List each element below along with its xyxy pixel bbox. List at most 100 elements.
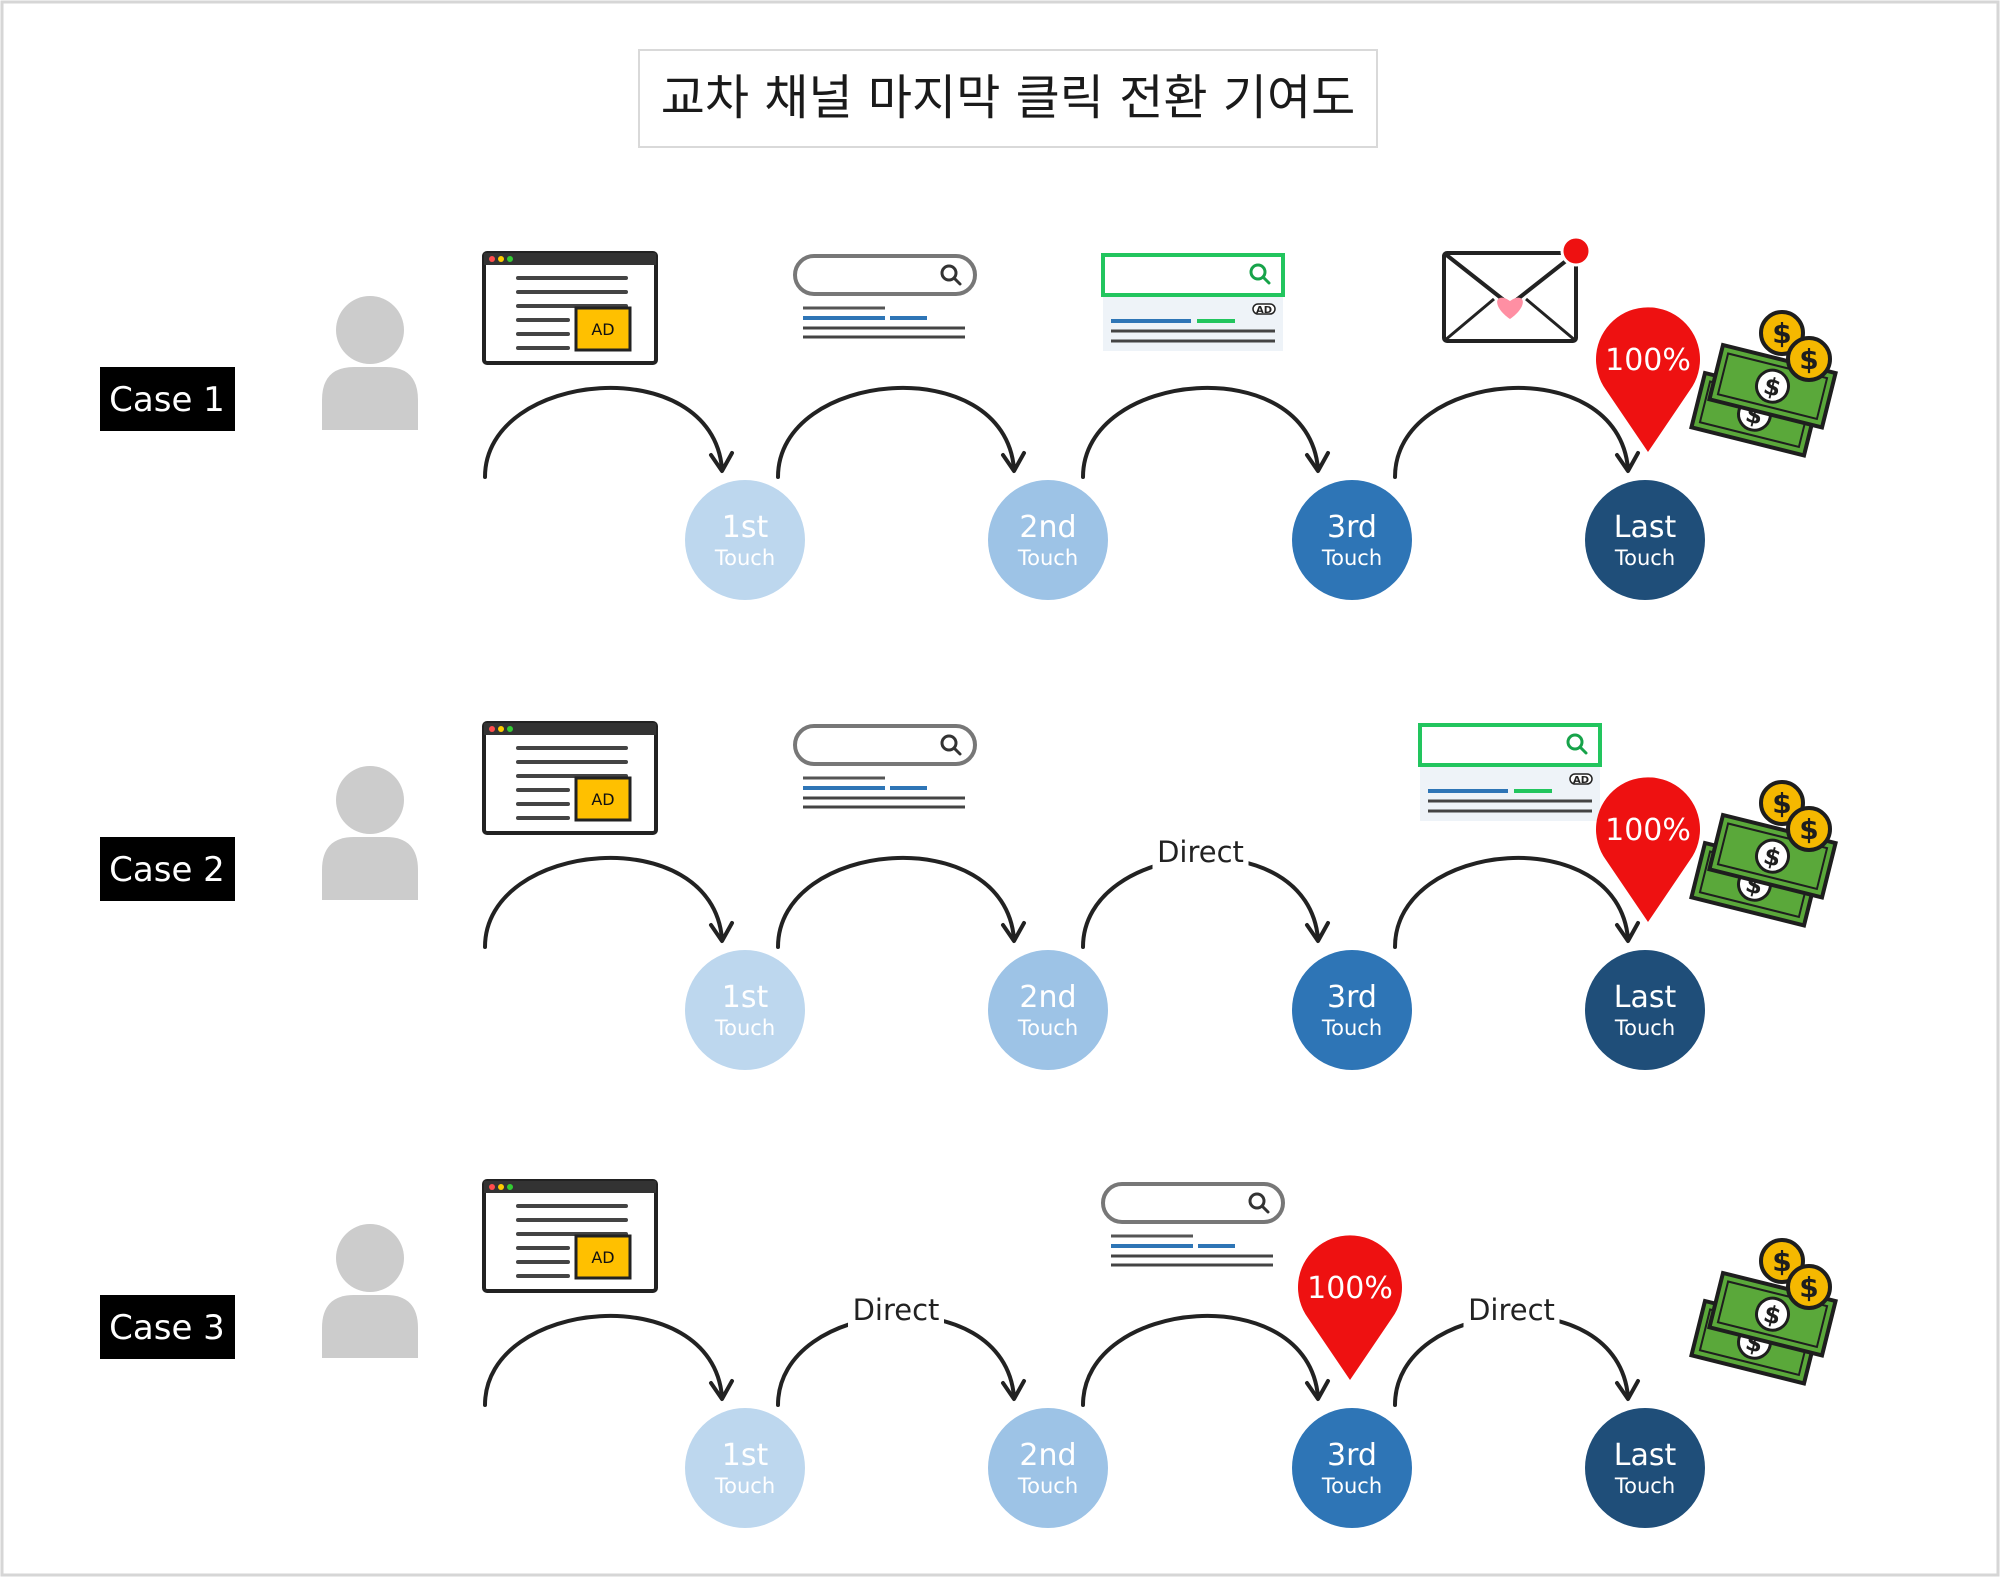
display-ad-icon: AD [482,1179,658,1293]
coin-dollar-sign: $ [1772,317,1791,350]
touch-circle [1585,950,1705,1070]
journey-arc [1393,386,1640,479]
credit-marker: 100% [1298,1235,1402,1380]
bill-dollar-sign: $ [1761,372,1784,403]
touch-circle [988,480,1108,600]
direct-label-bg [848,1290,944,1334]
notification-dot [1560,235,1592,267]
touch-order-label: 3rd [1327,1438,1377,1473]
direct-label-bg [1463,1290,1560,1334]
touch-circle [685,950,805,1070]
touch-circle [685,1408,805,1528]
credit-pin-label: 100% [1307,1271,1393,1306]
person-body [322,1295,418,1358]
journey-arc-path [1393,386,1630,479]
coin-dollar-sign: $ [1772,787,1791,820]
person-head [336,296,404,364]
arrow-head-icon [1305,451,1330,473]
search-icon [1249,263,1267,281]
journey-arc [483,856,734,949]
arrow-head-icon [1001,921,1026,943]
display-ad-icon: AD [482,251,658,365]
touch-sub-label: Touch [714,546,775,570]
touch-sub-label: Touch [1614,1474,1675,1498]
browser-titlebar [484,723,656,735]
arrow-head-icon [1305,921,1330,943]
touch-sub-label: Touch [1321,1474,1382,1498]
search-icon-handle [1261,275,1271,285]
arrow-head-icon [709,1379,734,1401]
coin-dollar-sign: $ [1799,343,1818,376]
touch-circle [1585,1408,1705,1528]
direct-label: Direct [1157,835,1244,869]
direct-label: Direct [1468,1293,1555,1327]
credit-pin-label: 100% [1605,813,1691,848]
credit-pin-icon [1298,1235,1402,1380]
person-head [336,766,404,834]
display-ad-icon: AD [482,721,658,835]
search-bar [793,254,977,296]
browser-dot-yellow [498,726,504,732]
search-bar [1101,1182,1285,1224]
case-label-bg [100,367,235,431]
ad-tag-pill [1252,303,1276,315]
bill-seal [1755,838,1791,874]
touch-circle [988,950,1108,1070]
ad-badge-label: AD [591,1248,614,1267]
touch-order-label: Last [1614,1438,1677,1473]
bill-border [1716,822,1829,891]
case-row: Case 1ADAD1stTouch2ndTouch3rdTouchLastTo… [100,235,1838,600]
email-icon [1442,235,1592,343]
browser-dot-yellow [498,256,504,262]
touch-circle [988,1408,1108,1528]
journey-arc: Direct [1081,832,1330,949]
user-avatar-icon [322,1224,418,1358]
journey-arc-path [1081,386,1320,479]
browser-dot-yellow [498,1184,504,1190]
touch-order-label: 2nd [1019,1438,1076,1473]
journey-arc-path [1081,1314,1320,1407]
user-avatar-icon [322,296,418,430]
organic-search-icon [793,254,977,339]
search-icon [1566,733,1584,751]
envelope-fold [1443,297,1495,343]
journey-arc-path [483,1314,724,1407]
journey-arc-path [1393,856,1630,949]
journey-arc: Direct [776,1290,1026,1407]
coin-icon [1786,806,1832,852]
browser-dot-green [507,1184,513,1190]
touch-order-label: 3rd [1327,980,1377,1015]
browser-dot-red [489,256,495,262]
coin-dollar-sign: $ [1772,1245,1791,1278]
credit-pin-label: 100% [1605,343,1691,378]
journey-arc-path [483,856,724,949]
browser-titlebar [484,253,656,265]
conversion-money-icon: $$$$ [1689,1238,1838,1386]
touch-order-label: 2nd [1019,980,1076,1015]
credit-marker: 100% [1595,777,1700,922]
journey-arc [1393,856,1640,949]
journey-arc [1081,1314,1330,1407]
touch-order-label: 1st [722,980,769,1015]
case-label-badge: Case 2 [100,837,235,901]
user-avatar-icon [322,766,418,900]
browser-titlebar [484,1181,656,1193]
title-box [638,49,1378,148]
case-label: Case 3 [109,1308,225,1348]
coin-icon [1786,1264,1832,1310]
bill-seal [1755,1296,1791,1332]
paid-search-bar [1418,723,1602,767]
bill-border [1716,1280,1829,1349]
case-label: Case 2 [109,850,225,890]
search-icon [1248,1192,1266,1210]
credit-pin-icon [1595,777,1700,922]
